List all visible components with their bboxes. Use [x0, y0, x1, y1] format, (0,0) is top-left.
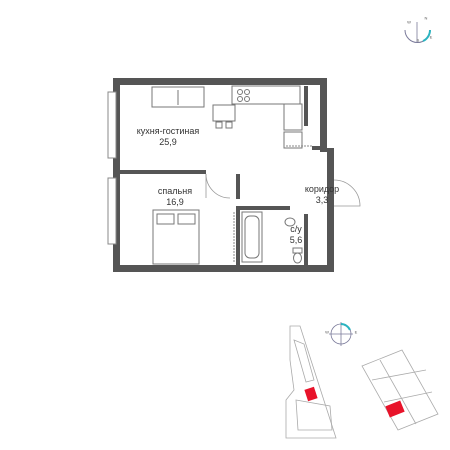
interior-walls [120, 86, 327, 265]
room-label-kitchen: кухня-гостиная 25,9 [137, 126, 199, 148]
compass-letter-e: E [429, 34, 433, 40]
room-name: коридор [304, 184, 340, 194]
compass-letter-w: W [407, 19, 411, 25]
room-name: спальня [157, 186, 193, 196]
compass-small-letter-w: W [325, 329, 329, 335]
sofa [151, 86, 205, 108]
site-highlight-apartment [304, 386, 318, 402]
doors [205, 173, 361, 207]
compass-small-letter-e: E [354, 329, 358, 335]
room-area: 25,9 [159, 137, 177, 147]
bed [152, 209, 200, 265]
room-name: кухня-гостиная [136, 126, 200, 136]
floor-plan-thumbnail [361, 349, 439, 431]
wardrobe [233, 145, 312, 262]
room-label-bedroom: спальня 16,9 [158, 186, 192, 208]
exterior-walls [113, 78, 334, 272]
bathtub [241, 211, 263, 263]
room-label-bathroom: с/у 5,6 [290, 224, 303, 246]
site-plan-building [285, 325, 337, 439]
compass-small [329, 322, 353, 346]
room-name: с/у [290, 224, 302, 234]
compass-letter-n: N [424, 15, 428, 21]
sink [284, 217, 296, 227]
compass-top [404, 22, 432, 43]
kitchen-counter [231, 85, 303, 149]
thumbnail-highlight-apartment [385, 400, 405, 418]
room-area: 16,9 [166, 197, 184, 207]
room-label-corridor: коридор 3,3 [305, 184, 339, 206]
room-area: 5,6 [289, 235, 303, 245]
toilet [292, 247, 303, 264]
room-area: 3,3 [315, 195, 329, 205]
dining-table [212, 104, 236, 129]
windows [107, 91, 117, 245]
compass-letter-s: S [416, 37, 420, 43]
